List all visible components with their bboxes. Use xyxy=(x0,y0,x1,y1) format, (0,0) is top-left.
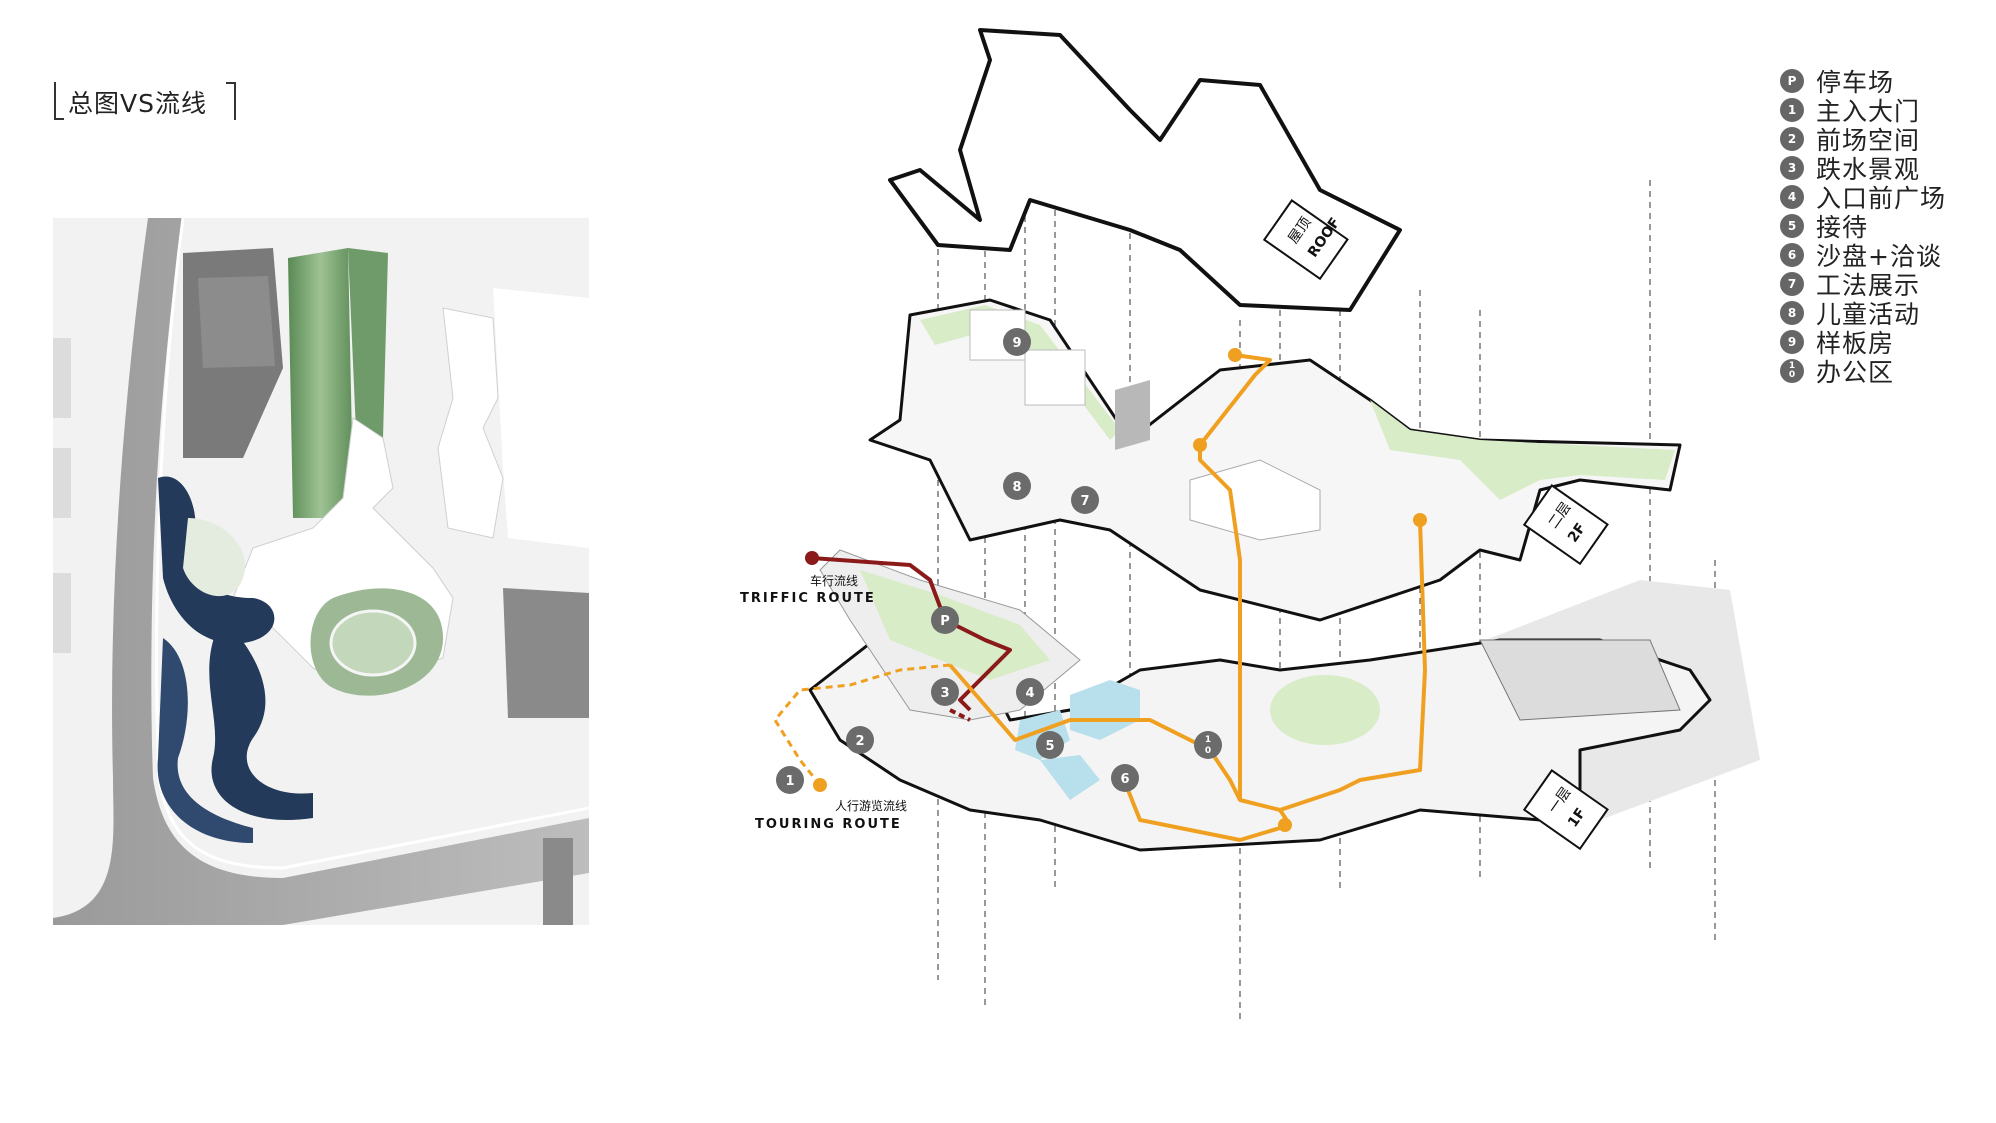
legend-item: 3 跌水景观 xyxy=(1780,153,1990,184)
marker-4: 4 xyxy=(1016,678,1044,706)
traffic-route-start xyxy=(805,551,819,565)
svg-text:6: 6 xyxy=(1120,772,1129,787)
legend-label: 跌水景观 xyxy=(1816,154,1921,184)
marker-7: 7 xyxy=(1071,486,1099,514)
legend: P 停车场 1 主入大门 2 前场空间 3 跌水景观 4 入口前广场 5 接待 … xyxy=(1780,66,1990,387)
marker-6: 6 xyxy=(1111,764,1139,792)
legend-item: P 停车场 xyxy=(1780,66,1990,97)
touring-route-start xyxy=(813,778,827,792)
svg-text:2: 2 xyxy=(855,734,864,749)
svg-text:0: 0 xyxy=(1205,746,1211,756)
legend-item: 4 入口前广场 xyxy=(1780,182,1990,213)
legend-marker: 2 xyxy=(1780,126,1804,151)
marker-1: 1 xyxy=(776,766,804,794)
svg-text:1: 1 xyxy=(785,774,794,789)
roof-tag: 屋顶 ROOF xyxy=(1262,199,1349,281)
exploded-axonometric-diagram: 屋顶 ROOF 二层 2F 一层 1F 车行流线 TRIFFIC ROUTE 人… xyxy=(740,28,1760,1020)
svg-text:3: 3 xyxy=(940,686,949,701)
svg-text:4: 4 xyxy=(1025,686,1034,701)
legend-label: 接待 xyxy=(1816,212,1869,242)
first-floor-tag: 一层 1F xyxy=(1522,769,1609,851)
touring-route-label-en: TOURING ROUTE xyxy=(755,817,902,832)
svg-text:5: 5 xyxy=(1045,739,1054,754)
legend-marker: 4 xyxy=(1780,184,1804,209)
legend-label: 停车场 xyxy=(1816,67,1895,97)
svg-text:9: 9 xyxy=(1012,336,1021,351)
round-garden xyxy=(1270,675,1380,745)
title-bracket-right xyxy=(226,82,236,120)
touring-route-dashed xyxy=(773,663,951,786)
legend-item: 7 工法展示 xyxy=(1780,269,1990,300)
svg-text:P: P xyxy=(940,614,950,629)
svg-text:8: 8 xyxy=(1012,480,1021,495)
dark-paving-plan xyxy=(158,476,275,644)
legend-label: 样板房 xyxy=(1816,328,1895,358)
legend-marker: 1 xyxy=(1780,97,1804,122)
legend-marker: 5 xyxy=(1780,213,1804,238)
legend-marker: P xyxy=(1780,68,1804,93)
legend-item: 9 样板房 xyxy=(1780,327,1990,358)
page-title: 总图VS流线 xyxy=(68,89,207,118)
legend-marker: 1 0 xyxy=(1780,358,1804,383)
svg-text:7: 7 xyxy=(1080,494,1089,509)
legend-item: 1 0 办公区 xyxy=(1780,356,1990,387)
green-strip-plan xyxy=(288,248,353,518)
tower-buildings-plan xyxy=(437,307,504,539)
legend-label: 办公区 xyxy=(1816,357,1895,387)
legend-label: 工法展示 xyxy=(1816,270,1921,300)
legend-marker-top: 1 xyxy=(1788,360,1796,371)
legend-item: 8 儿童活动 xyxy=(1780,298,1990,329)
legend-marker: 6 xyxy=(1780,242,1804,267)
legend-item: 1 主入大门 xyxy=(1780,95,1990,126)
marker-8: 8 xyxy=(1003,472,1031,500)
traffic-route-line xyxy=(811,556,1012,712)
legend-label: 沙盘+洽谈 xyxy=(1816,241,1942,271)
touring-route-label-cn: 人行游览流线 xyxy=(835,798,907,813)
legend-marker: 8 xyxy=(1780,300,1804,325)
legend-marker: 3 xyxy=(1780,155,1804,180)
site-plan xyxy=(53,218,589,925)
legend-label: 主入大门 xyxy=(1816,96,1921,126)
marker-3: 3 xyxy=(931,678,959,706)
legend-label: 儿童活动 xyxy=(1816,299,1921,329)
marker-P: P xyxy=(931,606,959,634)
touring-route-line xyxy=(948,353,1427,842)
traffic-route-label-en: TRIFFIC ROUTE xyxy=(740,591,876,606)
legend-item: 6 沙盘+洽谈 xyxy=(1780,240,1990,271)
traffic-route-label-cn: 车行流线 xyxy=(810,573,858,588)
main-road xyxy=(53,218,589,925)
marker-9: 9 xyxy=(1003,328,1031,356)
marker-2: 2 xyxy=(846,726,874,754)
marker-10: 10 xyxy=(1194,731,1222,759)
marker-5: 5 xyxy=(1036,731,1064,759)
legend-item: 2 前场空间 xyxy=(1780,124,1990,155)
legend-marker-bottom: 0 xyxy=(1788,369,1796,380)
legend-marker: 9 xyxy=(1780,329,1804,354)
svg-text:1: 1 xyxy=(1205,735,1211,745)
title-bracket-left xyxy=(54,82,64,120)
legend-item: 5 接待 xyxy=(1780,211,1990,242)
title-frame: 总图VS流线 xyxy=(54,82,236,120)
legend-label: 前场空间 xyxy=(1816,125,1921,155)
legend-marker: 7 xyxy=(1780,271,1804,296)
second-floor-tag: 二层 2F xyxy=(1522,484,1609,566)
legend-label: 入口前广场 xyxy=(1816,183,1947,213)
